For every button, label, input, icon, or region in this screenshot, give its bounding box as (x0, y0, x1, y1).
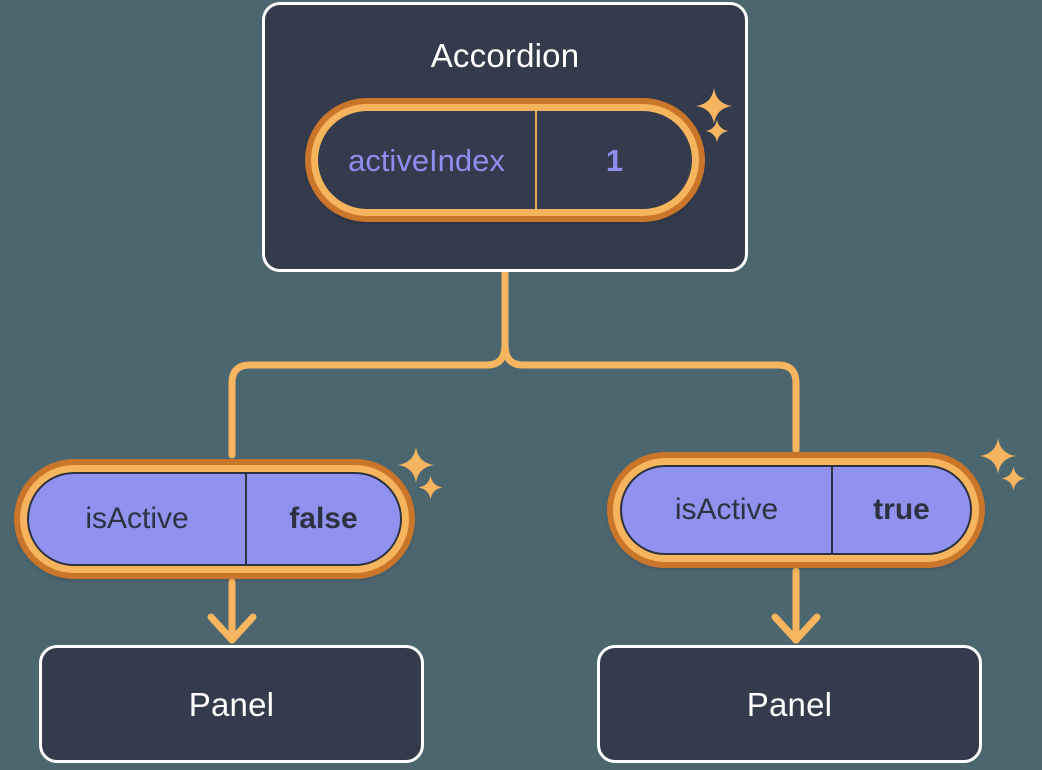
component-box-panel-right[interactable]: Panel (597, 645, 982, 763)
sparkle-icon-right-small (1000, 465, 1027, 492)
wire-branch-right (501, 341, 800, 454)
arrow-down-icon-right (771, 613, 821, 644)
pill-inner-ring: isActive true (613, 458, 979, 562)
state-value-label: 1 (605, 142, 624, 178)
pill-core: isActive false (27, 472, 402, 566)
wire-branch-left (228, 341, 509, 459)
pill-core: activeIndex 1 (318, 111, 692, 209)
state-key-label: activeIndex (318, 111, 537, 209)
panel-title: Panel (188, 685, 275, 723)
pill-inner-ring: isActive false (20, 465, 409, 573)
prop-pill-isactive-false[interactable]: isActive false (14, 459, 415, 579)
pill-inner-ring: activeIndex 1 (311, 104, 699, 216)
component-box-panel-left[interactable]: Panel (39, 645, 424, 763)
prop-key-label: isActive (622, 467, 833, 553)
sparkle-icon-right-large (978, 436, 1018, 476)
pill-core: isActive true (620, 465, 972, 555)
arrow-down-icon-left (207, 613, 257, 644)
panel-title: Panel (746, 685, 833, 723)
sparkle-icon-left-small (417, 474, 444, 501)
prop-value-label: true (873, 493, 930, 526)
prop-key-label: isActive (29, 474, 247, 564)
prop-value-label: false (289, 502, 358, 535)
sparkle-icon-left-large (396, 445, 436, 485)
prop-pill-isactive-true[interactable]: isActive true (607, 452, 985, 568)
state-pill-activeindex[interactable]: activeIndex 1 (305, 98, 705, 222)
page-title: Accordion (430, 37, 580, 74)
